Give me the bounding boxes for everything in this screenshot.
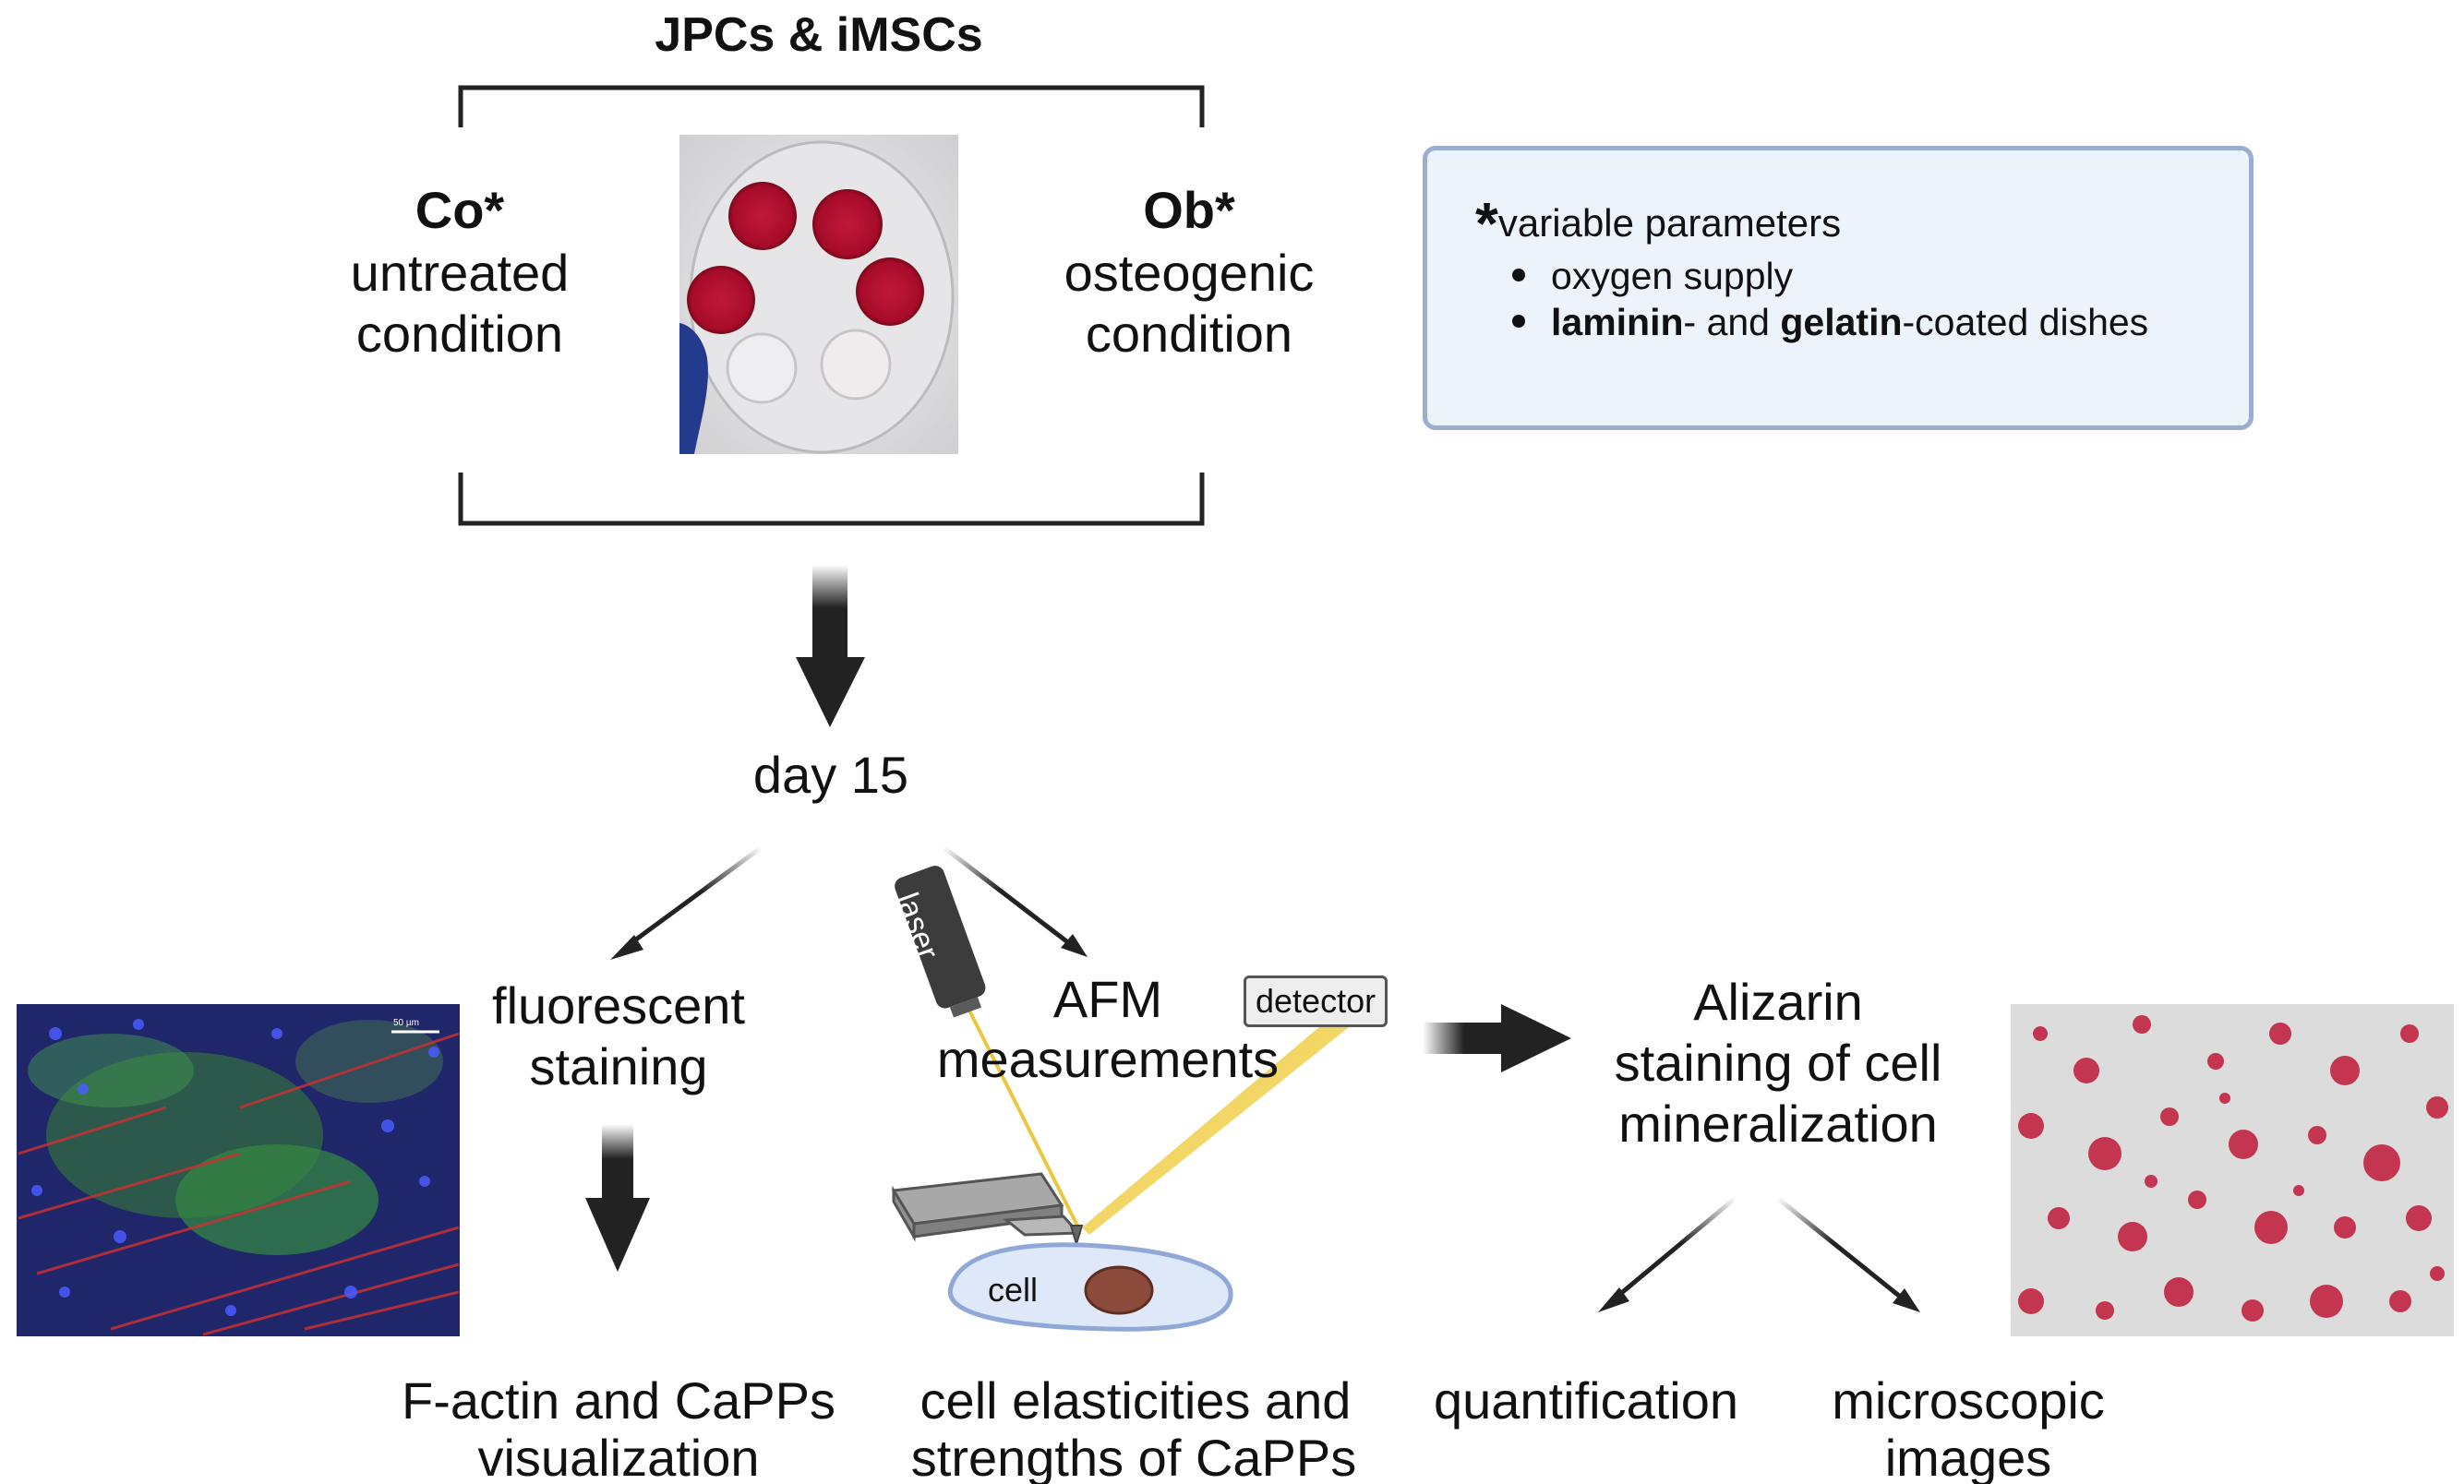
parameter-item-oxygen: oxygen supply	[1512, 255, 1793, 298]
parameter-bold-gelatin: gelatin	[1780, 301, 1903, 343]
variable-parameters-box	[1423, 146, 2254, 430]
cell-icon	[947, 1242, 1233, 1332]
day-15-label: day 15	[752, 746, 909, 804]
cell-label: cell	[988, 1271, 1039, 1309]
afm-schematic	[891, 866, 1381, 1332]
fluorescent-line1: fluorescent	[492, 976, 745, 1035]
down-arrow-fluorescent	[585, 1124, 650, 1272]
control-line2: condition	[355, 305, 564, 363]
parameter-rest: -coated dishes	[1902, 301, 2149, 343]
alizarin-result-quantification: quantification	[1433, 1371, 1739, 1430]
detector-label: detector	[1244, 975, 1388, 1027]
fluorescent-result1: F-actin and CaPPs	[402, 1371, 835, 1430]
afm-result1: cell elasticities and	[919, 1371, 1352, 1430]
alizarin-line1: Alizarin	[1693, 973, 1863, 1031]
osteogenic-line2: condition	[1085, 305, 1293, 363]
afm-line1: AFM	[1052, 970, 1163, 1028]
down-arrow-main	[796, 565, 865, 727]
cantilever-icon	[891, 1172, 1084, 1248]
osteogenic-line1: osteogenic	[1064, 244, 1315, 302]
osteogenic-code: Ob*	[1143, 181, 1235, 239]
arrow-to-fluorescent	[610, 844, 763, 960]
parameters-heading: *variable parameters	[1475, 189, 1841, 257]
bottom-bracket	[458, 473, 1205, 526]
fluorescent-line2: staining	[529, 1037, 708, 1095]
fluorescence-micrograph	[17, 1004, 460, 1336]
bullet-icon	[1512, 269, 1525, 281]
parameter-text: oxygen supply	[1551, 255, 1794, 297]
alizarin-micrograph	[2011, 1004, 2454, 1336]
fluorescent-result2: visualization	[477, 1429, 760, 1484]
alizarin-result-microscopic2: images	[1884, 1429, 2052, 1484]
top-bracket	[458, 85, 1205, 127]
alizarin-line2: staining of cell	[1614, 1034, 1942, 1092]
parameters-star: *	[1475, 190, 1498, 257]
control-line1: untreated	[350, 244, 570, 302]
parameters-title: variable parameters	[1497, 201, 1842, 245]
arrow-to-quantification	[1598, 1196, 1737, 1312]
well-plate-photo	[679, 135, 958, 454]
afm-line2: measurements	[936, 1030, 1280, 1088]
bullet-icon	[1512, 315, 1525, 328]
parameter-item-coating: laminin- and gelatin-coated dishes	[1512, 301, 2148, 344]
arrow-to-afm	[942, 845, 1088, 957]
alizarin-line3: mineralization	[1618, 1095, 1938, 1153]
afm-result2: strengths of CaPPs	[910, 1429, 1357, 1484]
alizarin-result-microscopic1: microscopic	[1832, 1371, 2105, 1430]
arrow-to-microscopic	[1775, 1196, 1920, 1312]
header-title: JPCs & iMSCs	[655, 8, 983, 62]
micrograph-scale-label: 50 µm	[393, 1018, 419, 1028]
parameter-bold-laminin: laminin	[1551, 301, 1684, 343]
parameter-mid: - and	[1683, 301, 1781, 343]
right-arrow-alizarin	[1423, 1004, 1571, 1072]
laser-icon	[895, 866, 986, 1018]
control-code: Co*	[415, 181, 505, 239]
